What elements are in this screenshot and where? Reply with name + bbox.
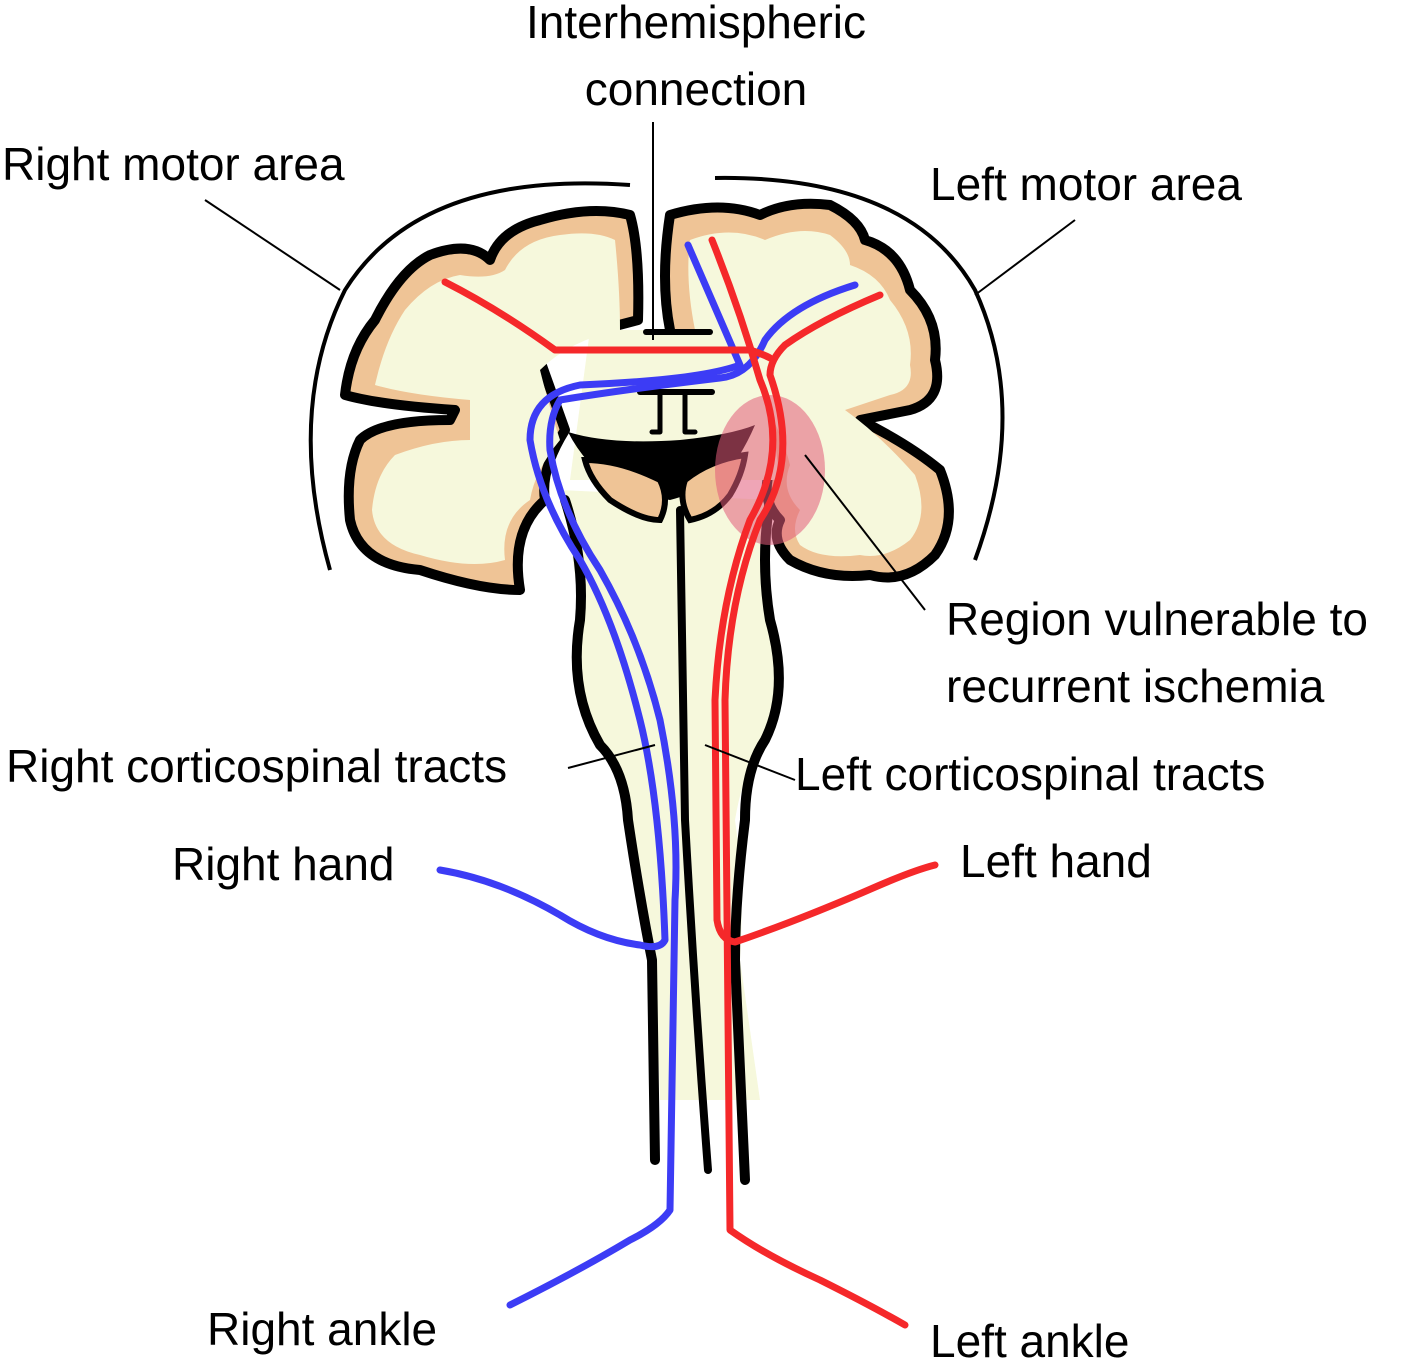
left-tract-to-hand — [708, 236, 939, 946]
left-corticospinal-label: Left corticospinal tracts — [795, 748, 1265, 800]
left-motor-area-label: Left motor area — [930, 158, 1242, 210]
left-hand-label: Left hand — [960, 835, 1152, 887]
right-motor-area-arc — [308, 181, 631, 571]
right-motor-area-red-line — [441, 278, 774, 362]
thalamus-left — [581, 456, 668, 524]
brainstem-right-outline — [730, 495, 784, 1185]
right-ankle-label: Right ankle — [207, 1303, 437, 1355]
ischemia-leader — [804, 454, 926, 611]
right-motor-area-leader — [204, 199, 341, 291]
right-white-matter — [372, 233, 620, 565]
septum-left — [649, 392, 663, 435]
right-tract-to-ankle — [506, 281, 859, 1309]
right-hand-label: Right hand — [172, 838, 395, 890]
left-corticospinal-leader — [704, 744, 796, 781]
left-white-matter — [688, 231, 922, 557]
left-tract-to-ankle — [721, 291, 909, 1329]
midline-fissure — [676, 506, 712, 1174]
septum-right — [682, 392, 698, 435]
interhemispheric-label-line2: connection — [585, 63, 808, 115]
right-corticospinal-label: Right corticospinal tracts — [6, 740, 507, 792]
right-motor-area-label: Right motor area — [2, 138, 345, 190]
right-tract-to-hand — [436, 241, 744, 951]
left-motor-area-leader — [974, 219, 1076, 296]
region-vulnerable-label-line1: Region vulnerable to — [946, 593, 1368, 645]
interhemispheric-label-line1: Interhemispheric — [526, 0, 866, 48]
brainstem-left-outline — [560, 495, 660, 1165]
right-corticospinal-leader — [567, 744, 656, 769]
left-motor-area-arc — [714, 175, 1005, 561]
region-vulnerable-label-line2: recurrent ischemia — [946, 660, 1325, 712]
left-ankle-label: Left ankle — [930, 1315, 1129, 1364]
